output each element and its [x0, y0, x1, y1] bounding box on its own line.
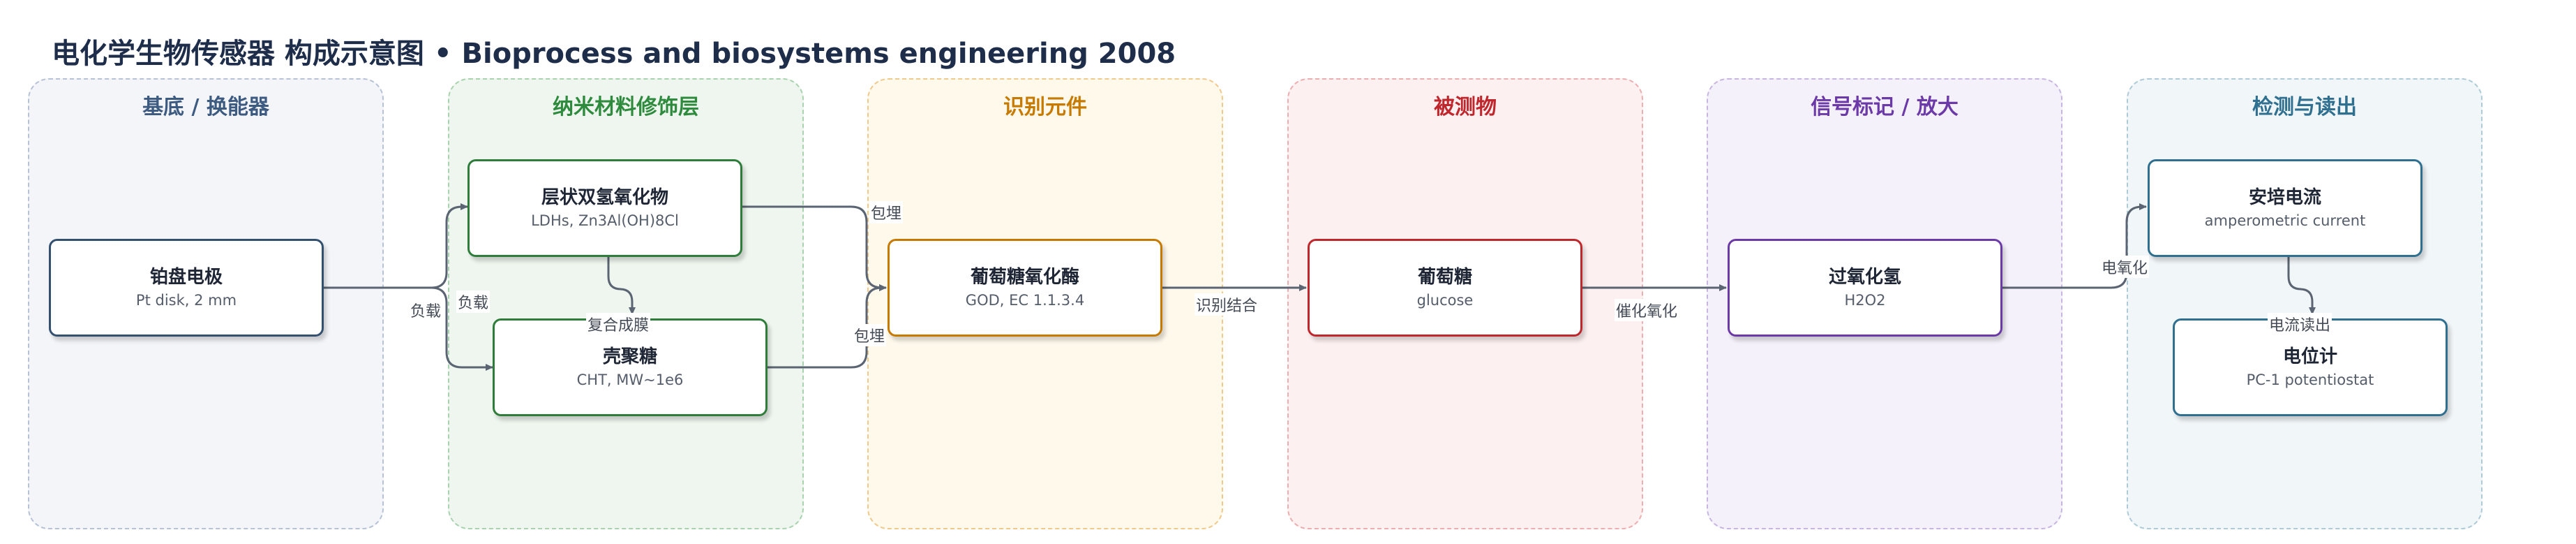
edge-label-ldh-cht: 复合成膜 [586, 313, 651, 335]
edge-ldh-cht [607, 257, 636, 315]
panel-title-recognition-element: 识别元件 [1003, 95, 1087, 119]
edge-pt-ldh [324, 203, 468, 289]
edge-label-cht-god: 包埋 [853, 324, 887, 346]
node-layered-double-hydroxide: 层状双氢氧化物 LDHs, Zn3Al(OH)8Cl [467, 159, 742, 257]
node-subtitle: LDHs, Zn3Al(OH)8Cl [531, 212, 679, 229]
panel-substrate-transducer: 基底 / 换能器 [28, 78, 384, 529]
node-name: 铂盘电极 [149, 267, 223, 288]
edge-current-potentiostat [2287, 257, 2316, 315]
node-name: 层状双氢氧化物 [541, 187, 668, 208]
panel-title-substrate-transducer: 基底 / 换能器 [142, 95, 269, 119]
panel-title-signal-label: 信号标记 / 放大 [1811, 95, 1959, 119]
edge-label-glucose-h2o2: 催化氧化 [1615, 299, 1679, 321]
edge-pt-cht [324, 286, 493, 371]
node-subtitle: Pt disk, 2 mm [135, 292, 237, 309]
edge-label-h2o2-current: 电氧化 [2100, 256, 2150, 278]
node-subtitle: amperometric current [2204, 212, 2366, 229]
node-name: 葡萄糖 [1417, 267, 1472, 288]
title-source: Bioprocess and biosystems engineering 20… [461, 38, 1176, 70]
node-glucose: 葡萄糖 glucose [1308, 239, 1582, 337]
panel-title-nanomaterial-layer: 纳米材料修饰层 [553, 95, 699, 119]
panel-title-analyte: 被测物 [1434, 95, 1497, 119]
node-name: 电位计 [2282, 346, 2337, 367]
panel-nanomaterial-layer: 纳米材料修饰层 [448, 78, 804, 529]
node-subtitle: H2O2 [1844, 292, 1886, 309]
node-subtitle: GOD, EC 1.1.3.4 [965, 292, 1085, 309]
edge-label-ldh-god: 包埋 [869, 201, 904, 223]
node-name: 过氧化氢 [1828, 267, 1901, 288]
node-name: 安培电流 [2248, 187, 2321, 208]
edge-label-current-potentiostat: 电流读出 [2268, 313, 2332, 335]
node-name: 葡萄糖氧化酶 [970, 267, 1079, 288]
node-amperometric-current: 安培电流 amperometric current [2148, 159, 2423, 257]
edge-h2o2-current [2002, 203, 2147, 289]
node-hydrogen-peroxide: 过氧化氢 H2O2 [1728, 239, 2002, 337]
edge-label-god-glucose: 识别结合 [1195, 293, 1259, 316]
edge-ldh-god [742, 205, 887, 291]
node-subtitle: CHT, MW~1e6 [576, 372, 684, 388]
title-separator: • [433, 38, 452, 70]
edge-label-pt-ldh: 负载 [456, 291, 491, 313]
node-glucose-oxidase: 葡萄糖氧化酶 GOD, EC 1.1.3.4 [888, 239, 1162, 337]
title-main: 电化学生物传感器 构成示意图 [52, 38, 424, 70]
panel-detection-readout: 检测与读出 [2127, 78, 2483, 529]
diagram-title: 电化学生物传感器 构成示意图 • Bioprocess and biosystems… [52, 31, 1176, 71]
edge-label-pt-cht: 负载 [409, 299, 443, 321]
node-subtitle: glucose [1416, 292, 1474, 309]
node-subtitle: PC-1 potentiostat [2246, 372, 2374, 388]
panel-title-detection-readout: 检测与读出 [2252, 95, 2357, 119]
node-name: 壳聚糖 [602, 346, 657, 367]
node-platinum-disk-electrode: 铂盘电极 Pt disk, 2 mm [49, 239, 324, 337]
